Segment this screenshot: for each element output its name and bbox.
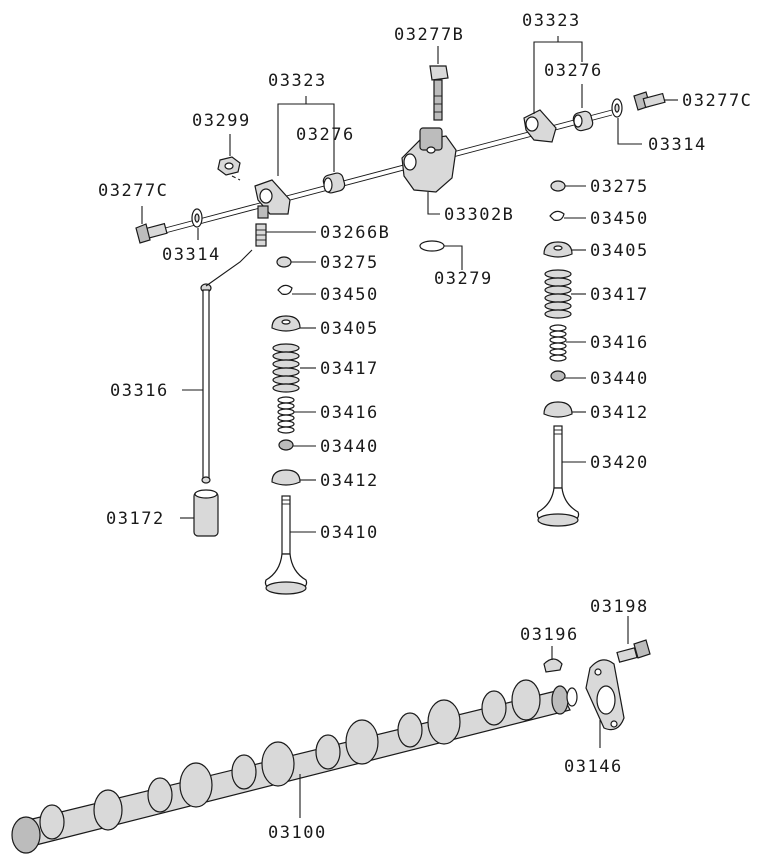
part-03316-pushrod: [200, 283, 212, 484]
label-03417-left: 03417: [320, 359, 379, 379]
label-03405-left: 03405: [320, 319, 379, 339]
part-03450-left: [277, 284, 293, 295]
label-03405-right: 03405: [590, 241, 649, 261]
label-03100: 03100: [268, 823, 327, 843]
label-03277B: 03277B: [394, 25, 464, 45]
part-03450-right: [549, 210, 565, 221]
label-03279: 03279: [434, 269, 493, 289]
part-03314-left: [191, 208, 203, 228]
label-03198: 03198: [590, 597, 649, 617]
label-03196: 03196: [520, 625, 579, 645]
label-03266B: 03266B: [320, 223, 390, 243]
leader-lines: [141, 36, 678, 818]
part-03266B: [255, 223, 267, 247]
label-03450-left: 03450: [320, 285, 379, 305]
part-03416-right-spring: [549, 324, 567, 362]
part-03323-right-rocker-arm: [523, 109, 557, 143]
label-03450-right: 03450: [590, 209, 649, 229]
label-03410: 03410: [320, 523, 379, 543]
part-03417-left-spring: [272, 343, 300, 393]
label-03416-left: 03416: [320, 403, 379, 423]
part-labels: 03323 03277B 03323 03276 03277C 03314 03…: [98, 11, 752, 843]
label-03440-left: 03440: [320, 437, 379, 457]
part-03196-key: [543, 658, 563, 673]
label-03146: 03146: [564, 757, 623, 777]
label-03412-right: 03412: [590, 403, 649, 423]
part-03275-right: [550, 180, 566, 192]
label-03299: 03299: [192, 111, 251, 131]
part-03275-left: [276, 256, 292, 268]
part-03323-left-rocker-arm: [254, 179, 291, 219]
label-03314-right: 03314: [648, 135, 707, 155]
part-03276-right: [572, 110, 594, 132]
part-03410-valve: [264, 495, 308, 595]
label-03277C-right: 03277C: [682, 91, 752, 111]
label-03172: 03172: [106, 509, 165, 529]
part-03420-valve: [536, 425, 580, 527]
part-03417-right-spring: [544, 269, 572, 319]
label-03314-left: 03314: [162, 245, 221, 265]
part-03299: [217, 156, 241, 176]
part-03277C-left: [135, 222, 168, 244]
part-03314-right: [611, 98, 623, 118]
part-03277B: [429, 65, 449, 121]
right-valve-stack: [536, 180, 580, 527]
part-03279-oring: [419, 240, 445, 252]
part-03277C-right: [633, 91, 666, 111]
label-03440-right: 03440: [590, 369, 649, 389]
label-03316: 03316: [110, 381, 169, 401]
label-03416-right: 03416: [590, 333, 649, 353]
label-03323-right: 03323: [522, 11, 581, 31]
part-03146-thrust-plate: [585, 659, 625, 731]
label-03277C-left: 03277C: [98, 181, 168, 201]
part-03440-right: [550, 370, 566, 382]
part-03100-camshaft: [11, 679, 578, 854]
part-03276-left: [322, 172, 346, 194]
part-03172-lifter: [193, 489, 219, 537]
part-03302B-bracket: [401, 127, 457, 193]
label-03323-left: 03323: [268, 71, 327, 91]
label-03276-right: 03276: [544, 61, 603, 81]
part-03440-left: [278, 439, 294, 451]
label-03276-left: 03276: [296, 125, 355, 145]
part-03416-left-spring: [277, 396, 295, 434]
label-03275-right: 03275: [590, 177, 649, 197]
part-03198-bolt: [616, 639, 651, 663]
part-03412-left: [271, 469, 301, 486]
left-valve-stack: [264, 256, 308, 595]
label-03275-left: 03275: [320, 253, 379, 273]
part-03412-right: [543, 401, 573, 418]
label-03417-right: 03417: [590, 285, 649, 305]
label-03302B: 03302B: [444, 205, 514, 225]
label-03420: 03420: [590, 453, 649, 473]
label-03412-left: 03412: [320, 471, 379, 491]
